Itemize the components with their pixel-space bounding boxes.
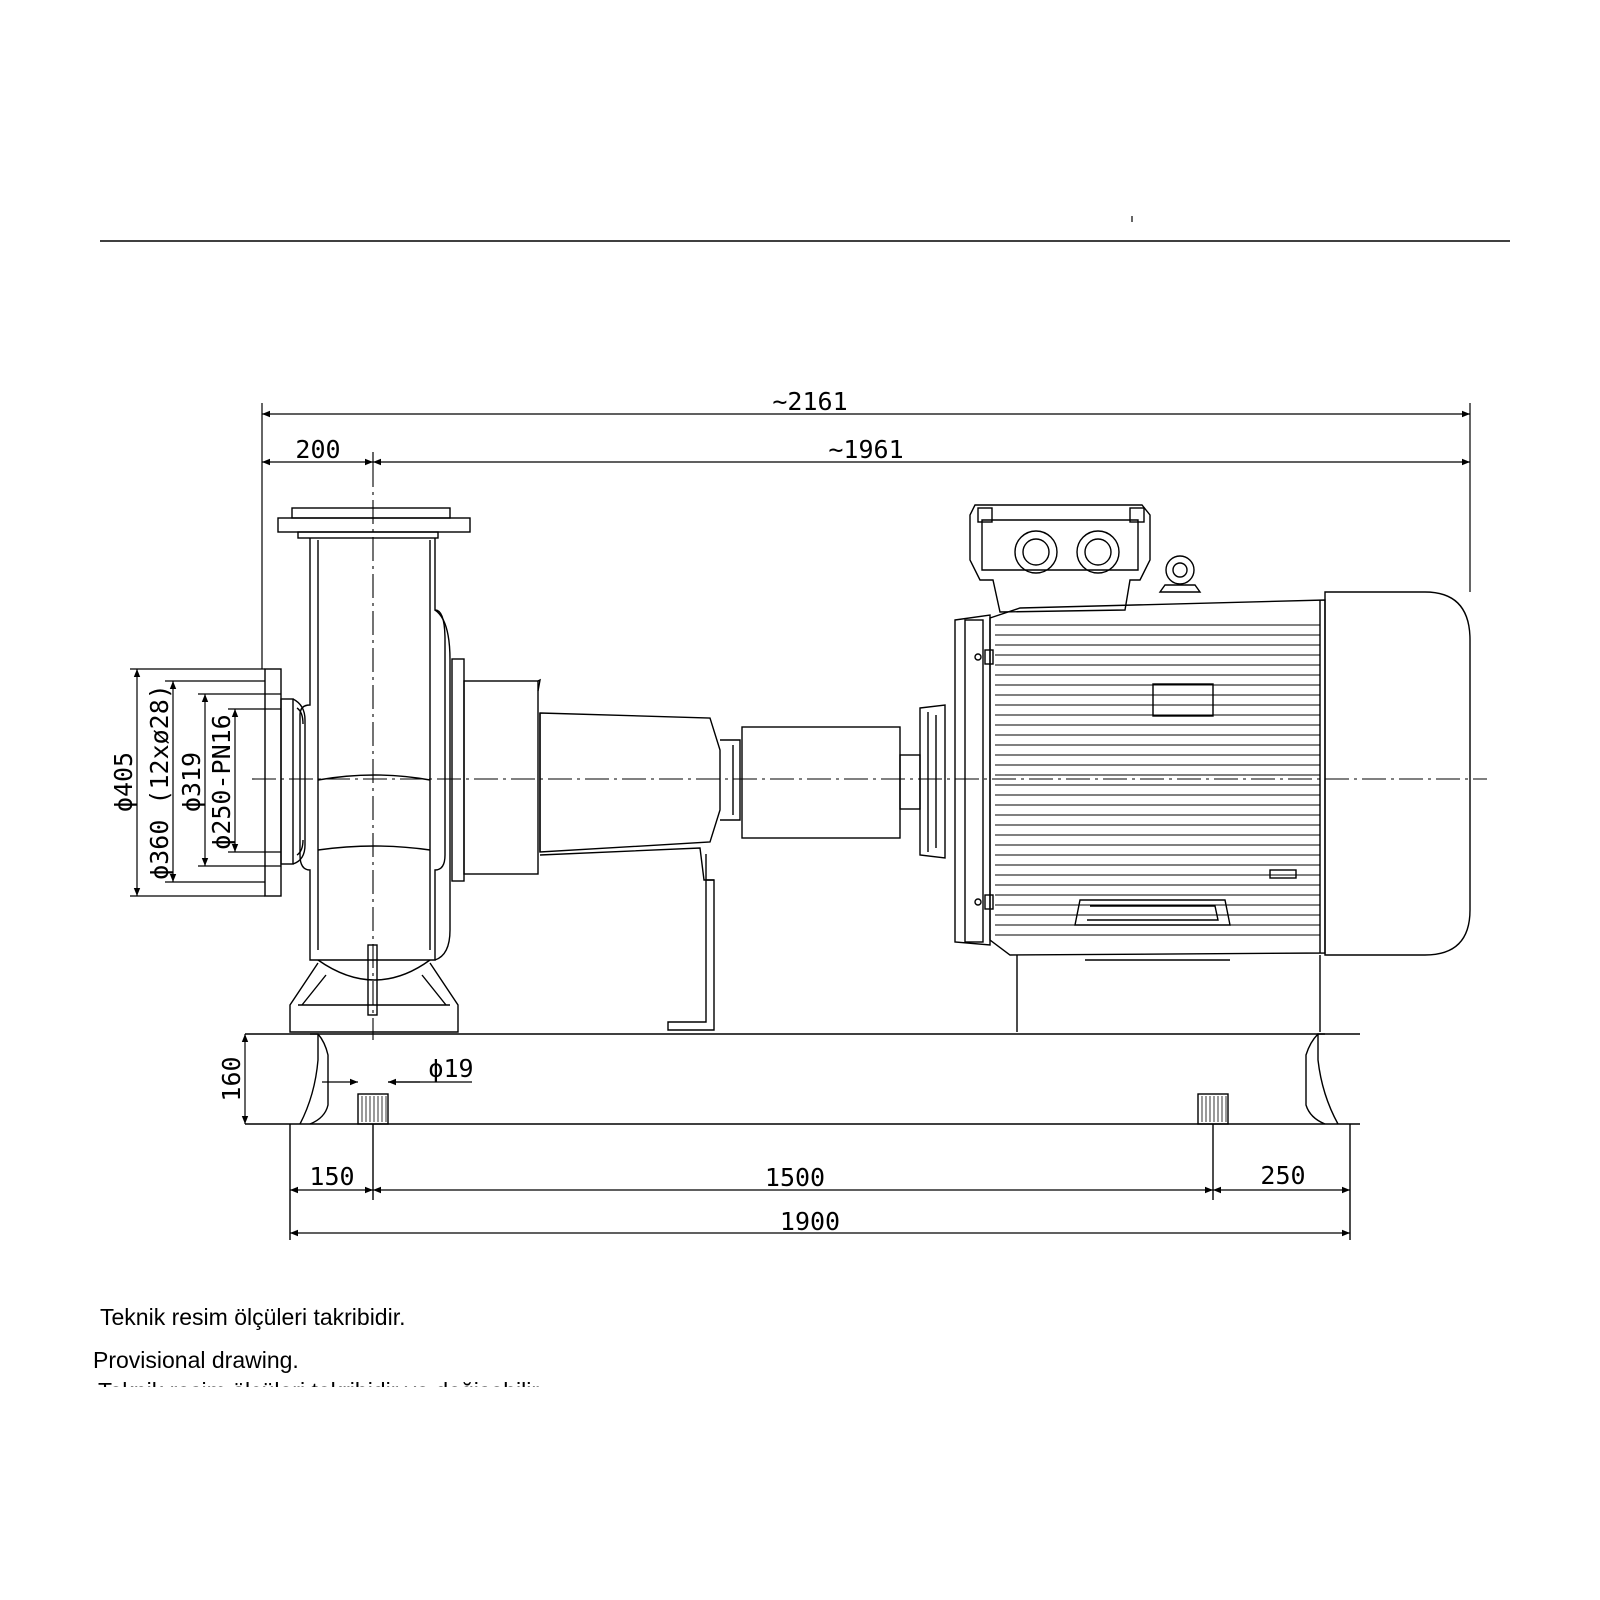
electric-motor	[954, 504, 1471, 1032]
anchor-hole-right	[1197, 1093, 1229, 1125]
note-line-3-clipped: Teknik resim ölçüleri takribidir ve deği…	[98, 1378, 898, 1387]
base-frame	[245, 1033, 1360, 1240]
dimension-labels: ~2161 200 ~1961 ϕ405 ϕ360 (12xø28) ϕ319 …	[109, 387, 1306, 1236]
dim-base-height: 160	[217, 1056, 246, 1101]
motor-cooling-fins	[995, 624, 1320, 936]
dimension-lines	[130, 403, 1471, 1237]
dim-overall-length: ~2161	[772, 387, 847, 416]
dim-nominal-size: ϕ250-PN16	[207, 714, 236, 849]
dim-raised-face-diameter: ϕ319	[177, 752, 206, 812]
bearing-bracket	[451, 658, 741, 1031]
pump-casing	[264, 507, 471, 1033]
coupling	[741, 704, 946, 859]
dim-base-length: 1900	[780, 1207, 840, 1236]
dim-bolt-circle: ϕ360 (12xø28)	[145, 684, 174, 880]
dim-pump-offset: 200	[295, 435, 340, 464]
dim-pump-to-motor-end: ~1961	[828, 435, 903, 464]
dim-base-left-offset: 150	[309, 1162, 354, 1191]
note-approximate-dimensions: Teknik resim ölçüleri takribidir.	[100, 1304, 406, 1330]
dim-flange-outer-diameter: ϕ405	[109, 752, 138, 812]
dim-base-right-offset: 250	[1260, 1161, 1305, 1190]
centerlines	[252, 463, 1487, 1040]
dim-anchor-hole: ϕ19	[428, 1054, 473, 1083]
note-subject-to-change: Teknik resim ölçüleri takribidir ve deği…	[98, 1378, 898, 1387]
dim-base-hole-spacing: 1500	[765, 1163, 825, 1192]
note-provisional-drawing: Provisional drawing.	[93, 1347, 299, 1373]
anchor-hole-left	[357, 1093, 389, 1125]
